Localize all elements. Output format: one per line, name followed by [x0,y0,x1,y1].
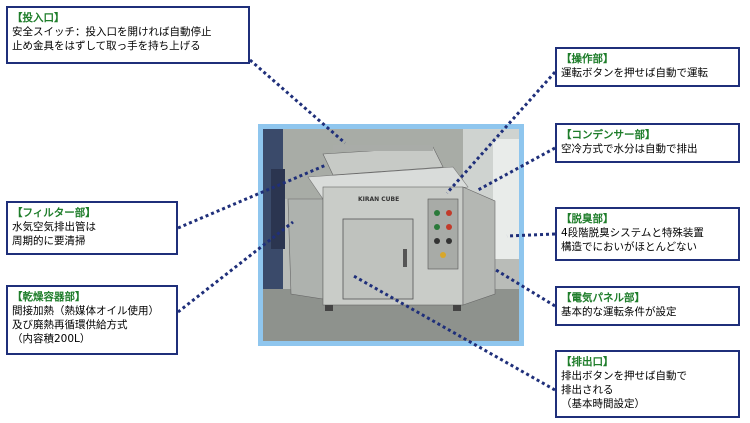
callout-deodorizer-line-2: 構造でにおいがほとんどない [561,241,697,253]
leader-panel [495,268,556,308]
leader-operation [445,71,557,194]
callout-deodorizer-line-1: 4段階脱臭システムと特殊装置 [561,227,704,239]
callout-inlet-line-2: 止め金具をはずして取っ手を持ち上げる [12,40,201,52]
callout-outlet: 【排出口】 排出ボタンを押せば自動で 排出される （基本時間設定） [555,350,740,418]
leader-dryer [177,220,294,314]
callout-condenser-line-1: 空冷方式で水分は自動で排出 [561,143,698,155]
callout-operation-title: 【操作部】 [561,53,614,65]
callout-filter: 【フィルター部】 水気空気排出管は 周期的に要清掃 [6,201,178,255]
leader-filter [177,163,327,230]
callout-dryer-line-2: 及び廃熱再循環供給方式 [12,319,128,331]
callout-deodorizer-title: 【脱臭部】 [561,213,614,225]
machine-photo: KIRAN CUBE [263,129,519,341]
callout-dryer-line-1: 間接加熱（熱媒体オイル使用） [12,305,159,317]
callout-deodorizer: 【脱臭部】 4段階脱臭システムと特殊装置 構造でにおいがほとんどない [555,207,740,261]
callout-filter-line-2: 周期的に要清掃 [12,235,86,247]
leader-outlet [351,273,556,392]
callout-filter-line-1: 水気空気排出管は [12,221,96,233]
leader-inlet [249,58,346,145]
callout-inlet-line-1: 安全スイッチ：投入口を開ければ自動停止 [12,26,212,38]
callout-dryer-line-3: （内容積200L） [12,333,91,345]
callout-condenser-title: 【コンデンサー部】 [561,129,656,141]
callout-panel-title: 【電気パネル部】 [561,292,645,304]
callout-dryer-title: 【乾燥容器部】 [12,291,86,303]
machine-badge: KIRAN CUBE [358,196,399,203]
callout-panel: 【電気パネル部】 基本的な運転条件が設定 [555,286,740,326]
callout-outlet-line-1: 排出ボタンを押せば自動で [561,370,687,382]
callout-filter-title: 【フィルター部】 [12,207,96,219]
callout-condenser: 【コンデンサー部】 空冷方式で水分は自動で排出 [555,123,740,163]
callout-dryer: 【乾燥容器部】 間接加熱（熱媒体オイル使用） 及び廃熱再循環供給方式 （内容積2… [6,285,178,355]
leader-condenser [477,146,556,192]
callout-operation-line-1: 運転ボタンを押せば自動で運転 [561,67,708,79]
callout-operation: 【操作部】 運転ボタンを押せば自動で運転 [555,47,740,87]
callout-panel-line-1: 基本的な運転条件が設定 [561,306,677,318]
callout-outlet-title: 【排出口】 [561,356,614,368]
callout-inlet-title: 【投入口】 [12,12,65,24]
callout-outlet-line-3: （基本時間設定） [561,398,645,410]
callout-outlet-line-2: 排出される [561,384,614,396]
callout-inlet: 【投入口】 安全スイッチ：投入口を開ければ自動停止 止め金具をはずして取っ手を持… [6,6,250,64]
machine-photo-frame: KIRAN CUBE [258,124,524,346]
leader-deodorizer [506,232,556,238]
